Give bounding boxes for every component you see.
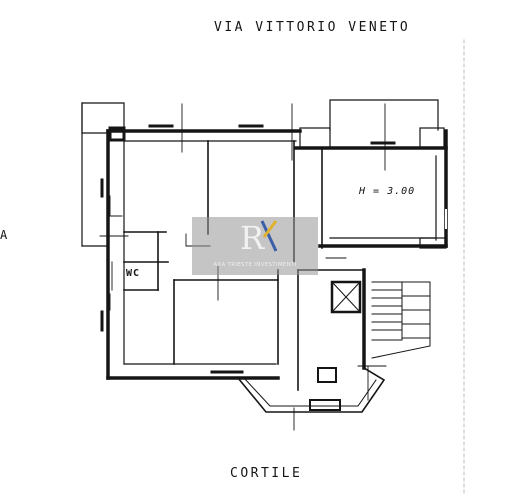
svg-text:R: R <box>240 219 265 257</box>
ceiling-height-label: H = 3.00 <box>359 186 416 197</box>
right-balcony <box>329 99 439 131</box>
axis-marks <box>99 39 465 495</box>
edge-letter-label: A <box>0 228 8 242</box>
openings <box>100 124 447 374</box>
wc-label: WC <box>126 268 141 279</box>
watermark <box>192 217 318 275</box>
street-label: VIA VITTORIO VENETO <box>214 20 411 35</box>
watermark-text: AXA TRIESTE INVESTIMENTI <box>213 262 297 268</box>
staircase <box>371 281 431 359</box>
bay-window <box>236 366 386 413</box>
courtyard-label: CORTILE <box>230 466 303 481</box>
rk-logo-icon: R <box>240 219 278 257</box>
lift-shaft <box>330 280 362 314</box>
wall-thickness <box>108 126 447 365</box>
